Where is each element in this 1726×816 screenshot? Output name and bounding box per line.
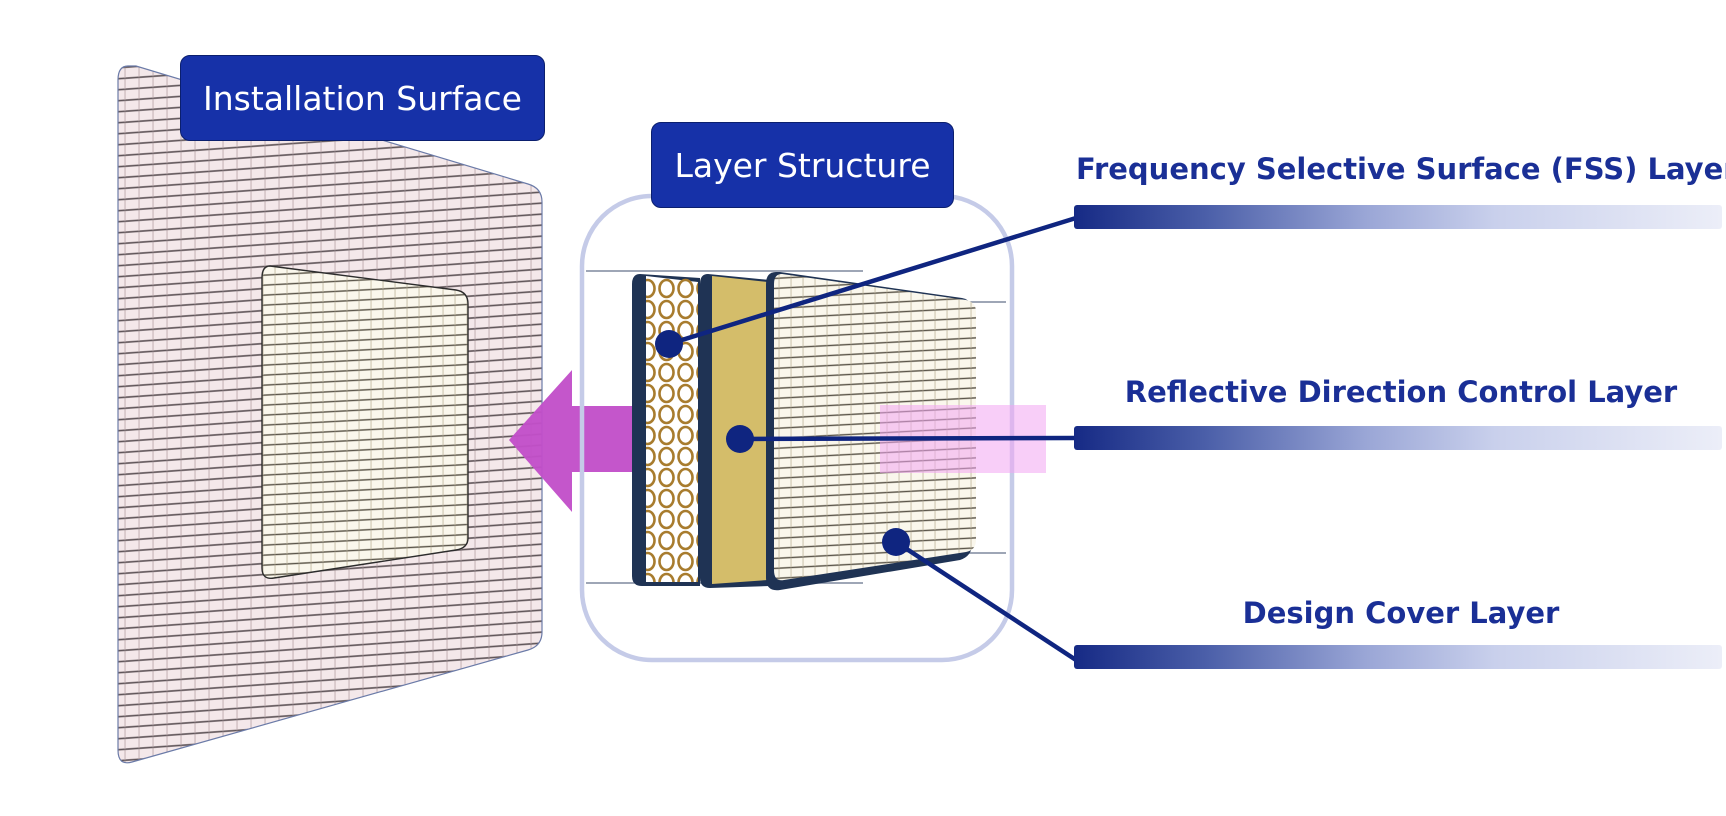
reflective-layer-label: Reflective Direction Control Layer xyxy=(1124,375,1678,409)
installation-surface-badge: Installation Surface xyxy=(180,55,545,141)
design-cover-layer-label: Design Cover Layer xyxy=(1242,596,1560,630)
fss-layer-label: Frequency Selective Surface (FSS) Layer xyxy=(1076,152,1726,186)
design-cover-panel xyxy=(766,272,976,591)
leader-fss xyxy=(655,215,1077,358)
installation-surface-title: Installation Surface xyxy=(203,78,522,118)
leader-reflective xyxy=(726,425,1077,453)
reflective-layer-bar xyxy=(1074,426,1722,450)
installation-window xyxy=(261,265,469,579)
installation-surface-panel xyxy=(117,65,543,764)
left-arrow-icon xyxy=(509,370,640,512)
leader-design-cover xyxy=(882,528,1078,662)
fss-panel xyxy=(632,274,700,586)
design-cover-layer-bar xyxy=(1074,645,1722,669)
layer-structure-title: Layer Structure xyxy=(674,145,931,185)
fss-layer-bar xyxy=(1074,205,1722,229)
layer-structure-badge: Layer Structure xyxy=(651,122,954,208)
